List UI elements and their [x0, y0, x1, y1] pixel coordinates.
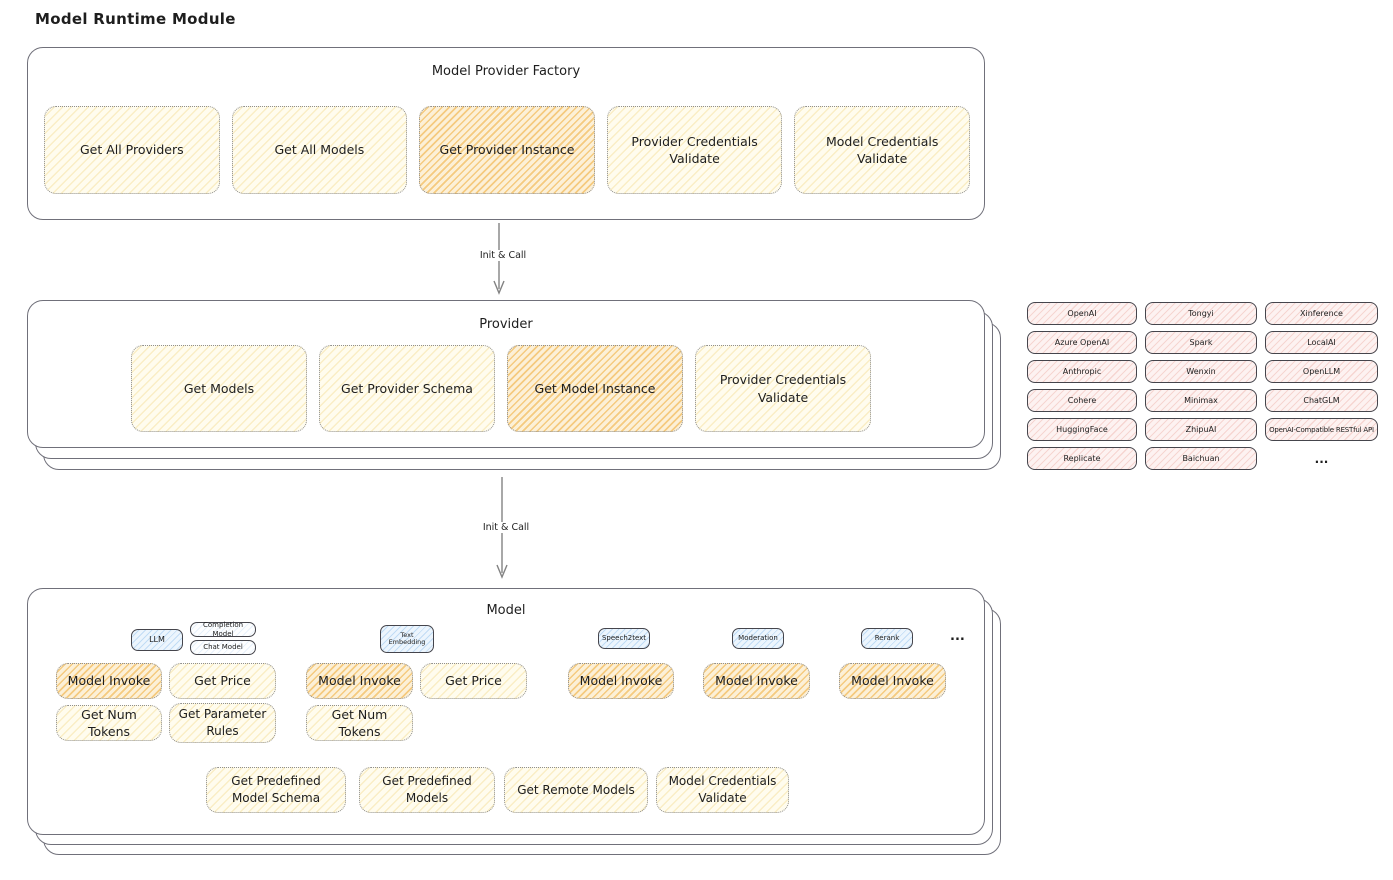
provider-chip-huggingface: HuggingFace: [1027, 418, 1137, 441]
provider-chip-localai: LocalAI: [1265, 331, 1378, 354]
text-embedding-get-price-box: Get Price: [420, 663, 527, 699]
llm-get-price-box: Get Price: [169, 663, 276, 699]
init-call-label-1: Init & Call: [459, 250, 547, 261]
tag-chat-model: Chat Model: [190, 640, 256, 655]
provider-chip-spark: Spark: [1145, 331, 1257, 354]
tag-rerank: Rerank: [861, 628, 913, 649]
rerank-model-invoke-box: Model Invoke: [839, 663, 946, 699]
tag-completion-model: Completion Model: [190, 621, 256, 638]
get-remote-models-box: Get Remote Models: [504, 767, 648, 813]
model-panel: Model LLM Completion Model Chat Model Te…: [27, 588, 985, 835]
provider-boxes-row: Get Models Get Provider Schema Get Model…: [131, 345, 871, 432]
provider-chip-tongyi: Tongyi: [1145, 302, 1257, 325]
provider-chip-azure-openai: Azure OpenAI: [1027, 331, 1137, 354]
factory-box-get-all-providers: Get All Providers: [44, 106, 220, 194]
llm-get-parameter-rules-box: Get Parameter Rules: [169, 703, 276, 743]
text-embedding-model-invoke-box: Model Invoke: [306, 663, 413, 699]
provider-box-get-model-instance: Get Model Instance: [507, 345, 683, 432]
factory-title: Model Provider Factory: [431, 64, 581, 79]
speech2text-model-invoke-box: Model Invoke: [568, 663, 674, 699]
provider-chip-openai: OpenAI: [1027, 302, 1137, 325]
llm-model-invoke-box: Model Invoke: [56, 663, 162, 699]
tag-llm: LLM: [131, 629, 183, 651]
provider-panel: Provider Get Models Get Provider Schema …: [27, 300, 985, 448]
provider-chip-wenxin: Wenxin: [1145, 360, 1257, 383]
provider-chip-minimax: Minimax: [1145, 389, 1257, 412]
factory-box-provider-credentials-validate: Provider Credentials Validate: [606, 106, 783, 194]
init-call-label-2: Init & Call: [462, 522, 550, 533]
tag-moderation: Moderation: [732, 628, 784, 649]
model-tags-more: ...: [950, 629, 965, 644]
tag-speech2text: Speech2text: [598, 628, 650, 649]
provider-box-get-provider-schema: Get Provider Schema: [319, 345, 495, 432]
provider-title: Provider: [479, 317, 533, 332]
llm-get-num-tokens-box: Get Num Tokens: [56, 705, 162, 741]
provider-chip-zhipuai: ZhipuAI: [1145, 418, 1257, 441]
provider-chips-grid: OpenAI Tongyi Xinference Azure OpenAI Sp…: [1027, 302, 1378, 470]
text-embedding-get-num-tokens-box: Get Num Tokens: [306, 705, 413, 741]
get-predefined-model-schema-box: Get Predefined Model Schema: [206, 767, 346, 813]
factory-boxes-row: Get All Providers Get All Models Get Pro…: [44, 106, 970, 194]
provider-chip-chatglm: ChatGLM: [1265, 389, 1378, 412]
provider-chip-xinference: Xinference: [1265, 302, 1378, 325]
provider-box-provider-credentials-validate: Provider Credentials Validate: [695, 345, 871, 432]
tag-text-embedding: Text Embedding: [380, 625, 434, 653]
provider-chip-cohere: Cohere: [1027, 389, 1137, 412]
provider-chips-more: ...: [1314, 451, 1329, 466]
get-predefined-models-box: Get Predefined Models: [359, 767, 495, 813]
moderation-model-invoke-box: Model Invoke: [703, 663, 810, 699]
page-title: Model Runtime Module: [35, 10, 236, 28]
model-provider-factory-panel: Model Provider Factory Get All Providers…: [27, 47, 985, 220]
provider-chip-openllm: OpenLLM: [1265, 360, 1378, 383]
provider-box-get-models: Get Models: [131, 345, 307, 432]
factory-box-get-provider-instance: Get Provider Instance: [419, 106, 595, 194]
provider-chip-replicate: Replicate: [1027, 447, 1137, 470]
model-title: Model: [486, 603, 526, 618]
provider-chip-openai-compatible-restful-api: OpenAI-Compatible RESTful API: [1265, 418, 1378, 441]
provider-chip-baichuan: Baichuan: [1145, 447, 1257, 470]
factory-box-get-all-models: Get All Models: [231, 106, 408, 194]
factory-box-model-credentials-validate: Model Credentials Validate: [794, 106, 970, 194]
model-credentials-validate-box: Model Credentials Validate: [656, 767, 789, 813]
provider-chip-anthropic: Anthropic: [1027, 360, 1137, 383]
